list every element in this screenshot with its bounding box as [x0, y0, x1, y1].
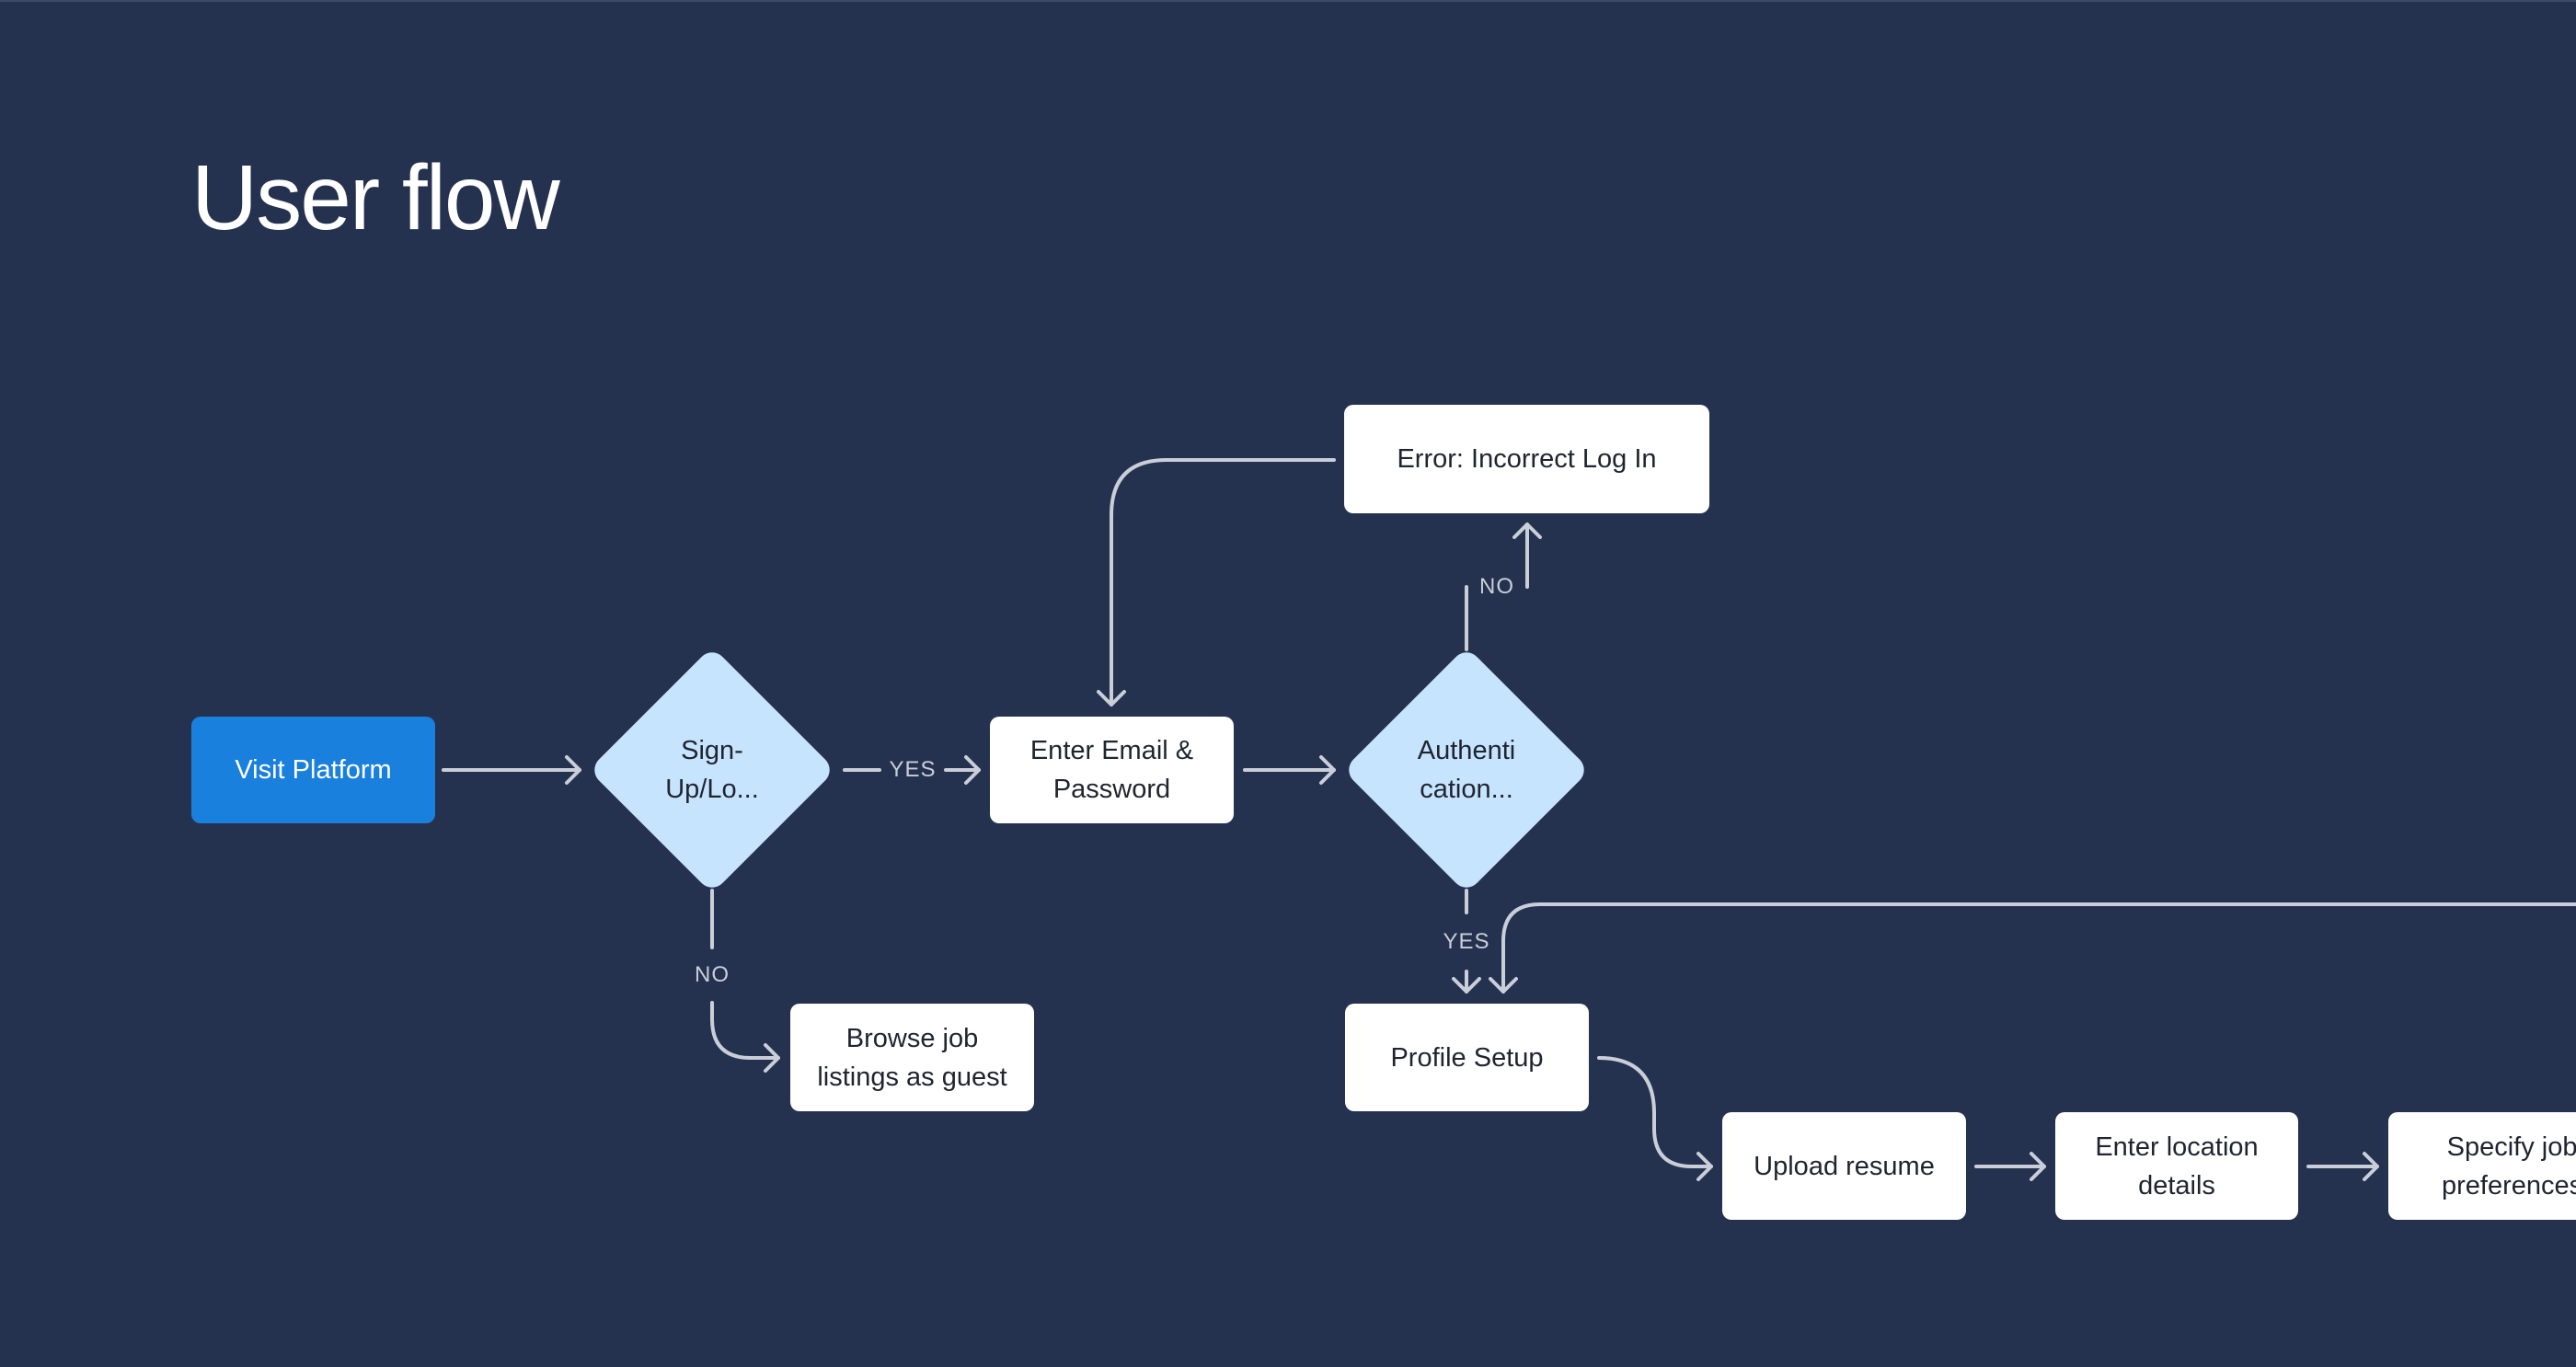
arrowhead	[1452, 977, 1481, 994]
upload-resume-node[interactable]: Upload resume	[1722, 1112, 1966, 1220]
error-login-label: Error: Incorrect Log In	[1397, 444, 1657, 474]
signup-no-label: NO	[691, 962, 733, 988]
visit-platform-node[interactable]: Visit Platform	[191, 717, 435, 823]
connector-profile-to-resume	[1597, 1056, 1713, 1168]
connector-auth-no	[1465, 523, 1529, 651]
enter-credentials-label: Enter Email & Password	[1029, 736, 1194, 804]
auth-decision-label: Authenti cation...	[1417, 736, 1516, 804]
connector-error-to-credentials	[1110, 458, 1336, 706]
visit-platform-label: Visit Platform	[235, 755, 392, 785]
profile-setup-node[interactable]: Profile Setup	[1345, 1004, 1589, 1111]
signup-decision-label: Sign- Up/Lo...	[665, 736, 759, 804]
arrowhead	[565, 755, 581, 785]
arrowhead	[1097, 690, 1126, 706]
arrowhead	[1512, 523, 1542, 539]
specify-preferences-label: Specify job preferences	[2442, 1132, 2576, 1200]
auth-yes-label: YES	[1439, 929, 1494, 955]
error-login-node[interactable]: Error: Incorrect Log In	[1344, 405, 1709, 513]
arrowhead	[1489, 977, 1518, 994]
arrowhead	[1696, 1152, 1713, 1181]
enter-credentials-node[interactable]: Enter Email & Password	[990, 717, 1234, 823]
signup-yes-label: YES	[885, 757, 940, 783]
arrowhead	[2363, 1152, 2379, 1181]
top-border	[0, 0, 2576, 2]
enter-location-label: Enter location details	[2095, 1132, 2259, 1200]
connector-signup-no	[710, 889, 780, 1060]
upload-resume-label: Upload resume	[1754, 1151, 1935, 1181]
profile-setup-label: Profile Setup	[1390, 1042, 1544, 1073]
arrowhead	[764, 1043, 780, 1073]
enter-location-node[interactable]: Enter location details	[2055, 1112, 2298, 1220]
arrowhead	[2030, 1152, 2046, 1181]
auth-no-label: NO	[1476, 574, 1518, 600]
connector-return-loop	[1501, 902, 2576, 994]
specify-preferences-node[interactable]: Specify job preferences	[2388, 1112, 2576, 1220]
browse-guest-node[interactable]: Browse job listings as guest	[790, 1004, 1034, 1111]
page-title: User flow	[191, 146, 560, 249]
arrowhead	[964, 755, 981, 785]
browse-guest-label: Browse job listings as guest	[817, 1023, 1007, 1092]
arrowhead	[1319, 755, 1336, 785]
